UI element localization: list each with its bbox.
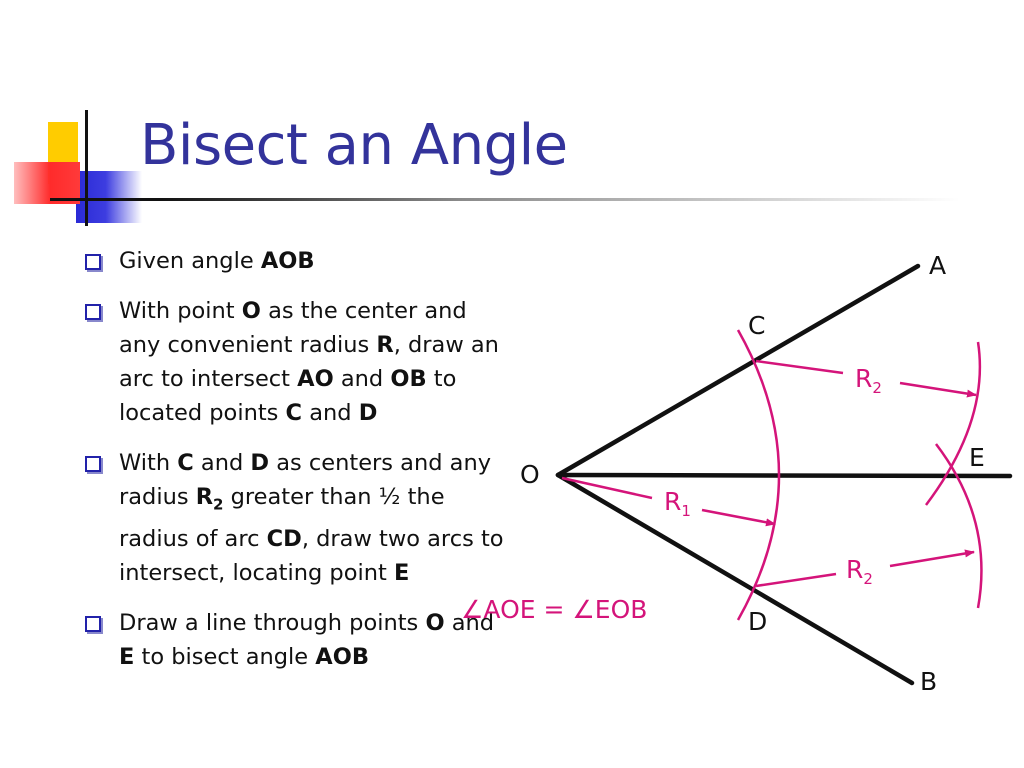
bullet-text: With C and D as centers and any radius R… [119, 450, 504, 586]
equation-label: ∠AOE = ∠EOB [461, 595, 647, 624]
bullet-text-bold: D [358, 400, 378, 426]
decor-red-square [14, 162, 80, 204]
bullet-item: With point O as the center and any conve… [84, 294, 504, 430]
arc-from-c [925, 341, 982, 506]
bullet-text-bold: C [285, 400, 303, 426]
bullet-text-run: and [302, 400, 359, 426]
bullet-text-run: and [333, 366, 391, 392]
label-e: E [969, 443, 985, 472]
bullet-text-bold: E [119, 643, 135, 670]
label-a: A [929, 251, 946, 280]
label-r2-top: R2 [855, 364, 882, 397]
ray-ob [555, 472, 915, 686]
bullet-text: Given angle AOB [119, 248, 315, 274]
bullet-text-run: With point [119, 298, 242, 324]
r2-top-arrow [899, 381, 977, 398]
slide-title: Bisect an Angle [140, 113, 568, 178]
bullet-text-run: Draw a line through points [119, 609, 426, 636]
r2-top-line-a [755, 359, 844, 375]
bullet-item: Draw a line through points O and E to bi… [84, 606, 504, 674]
bullet-text-bold: E [393, 559, 410, 586]
bullet-text-run: With [119, 450, 178, 476]
bullet-text-run: to located points [119, 366, 457, 426]
bullet-text-run: and [193, 450, 251, 476]
bullet-text-bold: AOB [260, 248, 315, 274]
label-o: O [520, 460, 540, 489]
bullet-text-run: as centers and any radius [119, 450, 492, 510]
bullet-text-bold: 2 [213, 495, 224, 514]
bullet-item: With C and D as centers and any radius R… [84, 446, 504, 590]
label-c: C [748, 311, 765, 340]
bullet-text-bold: AOB [315, 643, 369, 670]
bullet-text-bold: O [425, 609, 445, 636]
arc-cd [736, 329, 781, 621]
bullet-list: Given angle AOB With point O as the cent… [84, 244, 504, 690]
bullet-text-bold: OB [390, 366, 427, 392]
bisector-oe [555, 472, 1013, 479]
bullet-text-run: , draw two arcs to intersect, locating p… [119, 525, 504, 586]
checkbox-bullet-icon [85, 615, 101, 632]
bullet-item: Given angle AOB [84, 244, 504, 278]
bullet-text-run: as the center and any convenient radius [119, 298, 467, 358]
bullet-text-run: and [444, 609, 495, 636]
bullet-text-bold: C [177, 450, 194, 476]
bullet-text-bold: CD [266, 525, 302, 552]
bullet-text-bold: R [376, 332, 394, 358]
label-b: B [920, 667, 937, 696]
ray-oa [555, 263, 921, 478]
bullet-text: Draw a line through points O and E to bi… [119, 610, 494, 670]
checkbox-bullet-icon [85, 254, 101, 270]
bullet-text-run: to bisect angle [134, 643, 316, 670]
title-underline [50, 198, 960, 201]
r1-line-a [561, 476, 653, 500]
bullet-text-bold: AO [297, 366, 334, 392]
label-d: D [748, 607, 767, 636]
checkbox-bullet-icon [85, 304, 101, 320]
bullet-text-run: , draw an arc to intersect [119, 332, 499, 392]
bullet-text-run: Given angle [119, 248, 261, 274]
label-r2-bottom: R2 [846, 555, 873, 588]
r1-arrow [701, 508, 776, 527]
bullet-text-bold: R [195, 484, 214, 510]
arc-from-d [935, 443, 983, 609]
bullet-text-run: greater than ½ the radius of arc [119, 484, 445, 552]
label-r1: R1 [664, 487, 691, 520]
bullet-text-bold: D [250, 450, 270, 476]
bullet-text-bold: O [241, 298, 261, 324]
bullet-text: With point O as the center and any conve… [119, 298, 499, 426]
r2-bottom-arrow [889, 549, 975, 568]
checkbox-bullet-icon [85, 456, 101, 472]
decor-vertical-line [85, 110, 88, 226]
r2-bottom-line-a [755, 572, 837, 588]
